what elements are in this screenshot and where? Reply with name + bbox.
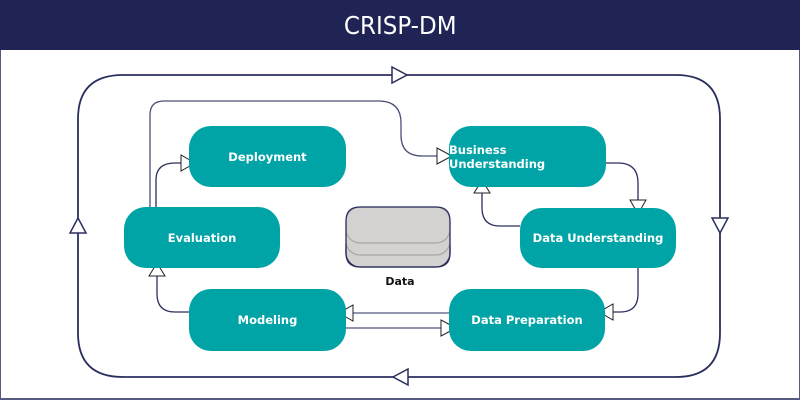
node-business-understanding[interactable]: Business Understanding xyxy=(449,126,606,187)
arrow-into-data-understanding-icon xyxy=(629,199,647,216)
edge-evaluation-to-business xyxy=(149,100,437,208)
node-label: Modeling xyxy=(237,313,298,327)
node-modeling[interactable]: Modeling xyxy=(189,289,346,351)
arrow-into-deployment-icon xyxy=(180,154,197,172)
data-store-icon xyxy=(345,206,451,268)
edge-data-understanding-to-preparation xyxy=(613,268,639,313)
node-label: Data Preparation xyxy=(471,313,583,327)
node-deployment[interactable]: Deployment xyxy=(189,126,346,187)
arrow-into-modeling-icon xyxy=(337,304,354,322)
node-label: Evaluation xyxy=(167,230,237,245)
arrow-into-data-preparation-icon xyxy=(597,303,614,321)
edge-modeling-to-evaluation xyxy=(156,276,189,313)
header-bar: CRISP-DM xyxy=(0,0,800,50)
node-label: Data Understanding xyxy=(532,231,664,245)
outer-arrow-left-icon xyxy=(68,216,88,234)
node-data-preparation[interactable]: Data Preparation xyxy=(449,289,605,351)
arrow-into-business-icon xyxy=(436,147,454,165)
outer-arrow-top-icon xyxy=(391,65,409,85)
node-label: Business Understanding xyxy=(449,142,546,171)
page-title: CRISP-DM xyxy=(343,10,457,40)
edge-business-to-data-understanding xyxy=(606,162,639,200)
node-evaluation[interactable]: Evaluation xyxy=(124,207,280,268)
outer-cycle-loop xyxy=(77,74,721,378)
outer-arrow-right-icon xyxy=(710,217,730,235)
arrow-into-evaluation-icon xyxy=(148,262,166,277)
edge-evaluation-to-deployment xyxy=(155,162,181,208)
node-label: Deployment xyxy=(228,149,307,164)
edge-data-understanding-to-business xyxy=(481,193,520,227)
arrow-into-preparation-icon xyxy=(440,319,458,337)
node-data-understanding[interactable]: Data Understanding xyxy=(520,208,676,268)
outer-arrow-bottom-icon xyxy=(391,367,409,387)
data-store-label: Data xyxy=(385,275,415,288)
